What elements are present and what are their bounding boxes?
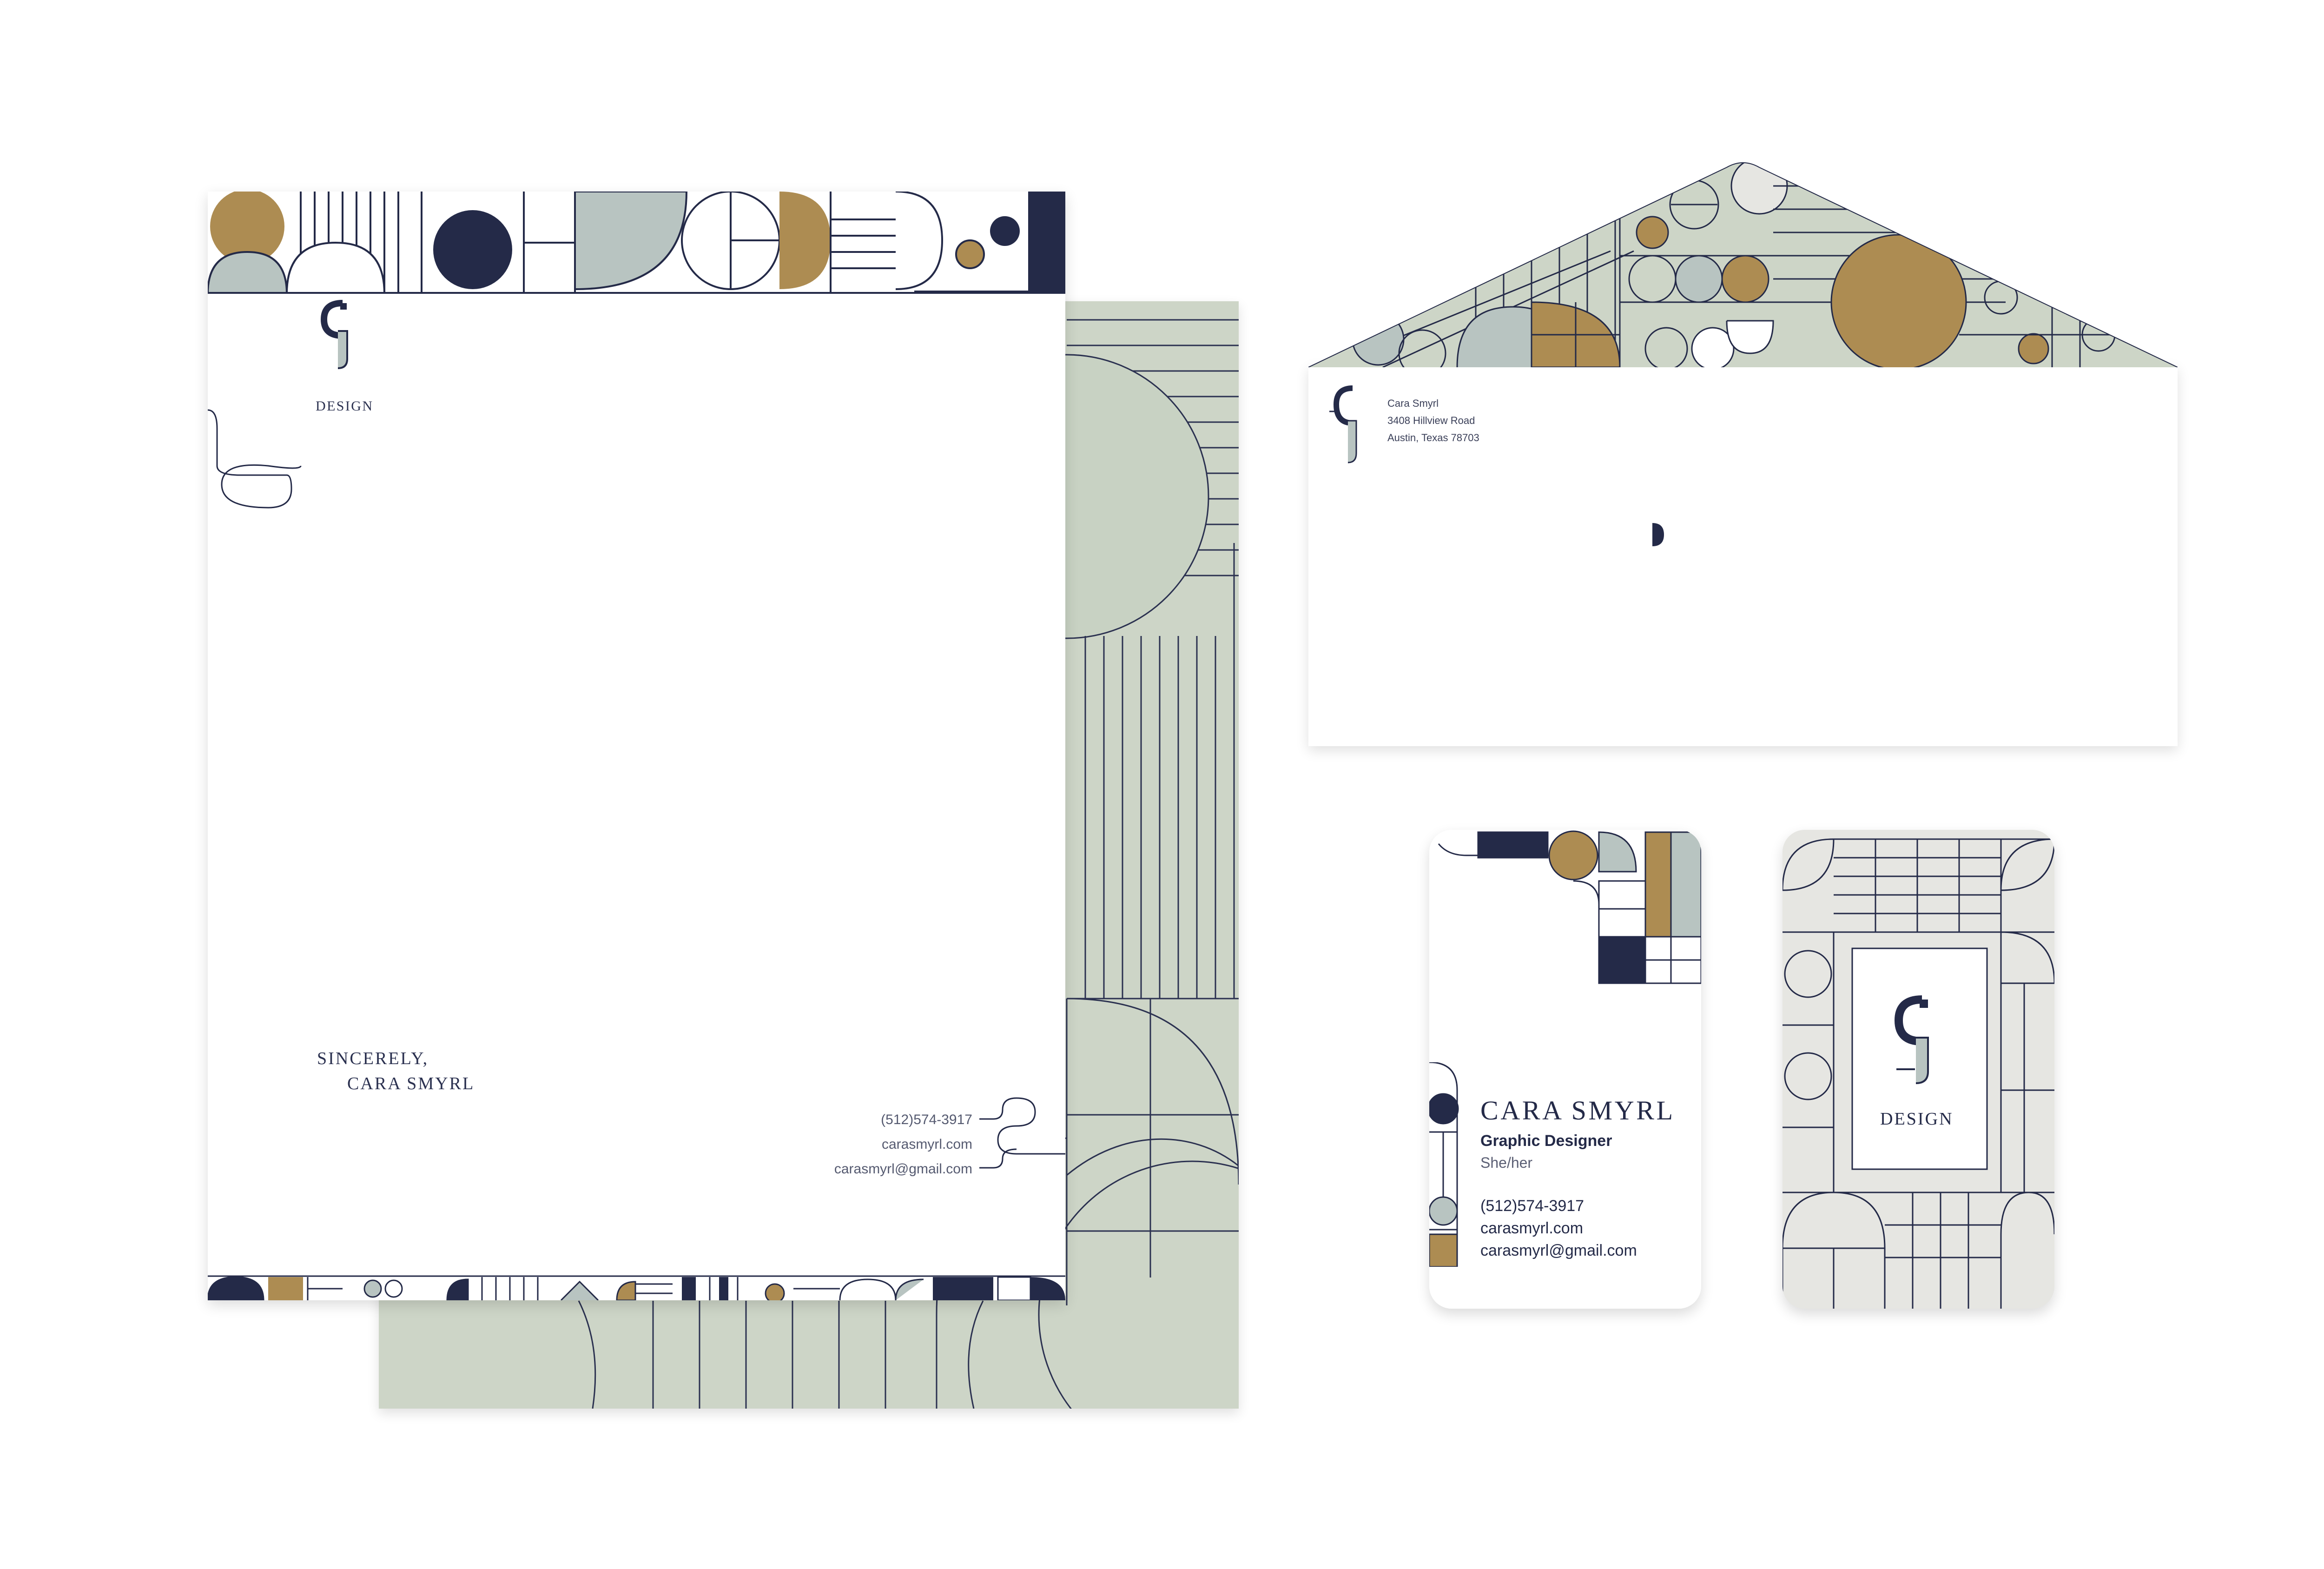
card-back-logo-icon	[1894, 995, 1929, 1084]
letterhead-top-border	[208, 192, 1065, 294]
letterhead-website: carasmyrl.com	[881, 1137, 972, 1152]
card-front-phone: (512)574-3917	[1480, 1197, 1585, 1215]
business-card-front: CARA SMYRL Graphic Designer She/her (512…	[1429, 830, 1701, 1309]
card-front-website: carasmyrl.com	[1480, 1219, 1584, 1237]
card-front-pronouns: She/her	[1480, 1154, 1533, 1171]
letterhead-front: DESIGN SINCERELY, CARA SMYRL (512)574-39…	[208, 192, 1065, 1300]
card-front-name: CARA SMYRL	[1480, 1095, 1675, 1125]
cs-logo-icon	[320, 300, 348, 369]
card-front-side-pattern	[1429, 1062, 1459, 1267]
card-front-top-pattern	[1438, 830, 1701, 984]
letterhead-logo-label: DESIGN	[316, 398, 374, 414]
envelope-address-line2: Austin, Texas 78703	[1387, 432, 1479, 444]
business-card-back: DESIGN	[1783, 830, 2054, 1309]
letterhead-bottom-border	[208, 1275, 1065, 1300]
envelope-seal-icon	[1652, 523, 1664, 546]
envelope-address-line1: 3408 Hillview Road	[1387, 415, 1475, 426]
letterhead-phone: (512)574-3917	[881, 1112, 972, 1127]
letterhead-email: carasmyrl@gmail.com	[834, 1161, 972, 1177]
envelope-sender-name: Cara Smyrl	[1387, 397, 1439, 409]
card-front-email: carasmyrl@gmail.com	[1480, 1242, 1637, 1259]
card-front-title: Graphic Designer	[1480, 1132, 1612, 1150]
letterhead-signature: CARA SMYRL	[347, 1074, 475, 1093]
envelope: Cara Smyrl 3408 Hillview Road Austin, Te…	[1308, 162, 2178, 746]
letterhead-contact-swirl	[979, 1097, 1065, 1169]
card-back-logo-label: DESIGN	[1880, 1109, 1954, 1129]
envelope-logo-icon	[1329, 385, 1357, 463]
letterhead-closing: SINCERELY,	[317, 1049, 429, 1068]
letterhead-swirl-decoration	[208, 409, 302, 509]
envelope-flap-pattern	[1308, 162, 2178, 367]
